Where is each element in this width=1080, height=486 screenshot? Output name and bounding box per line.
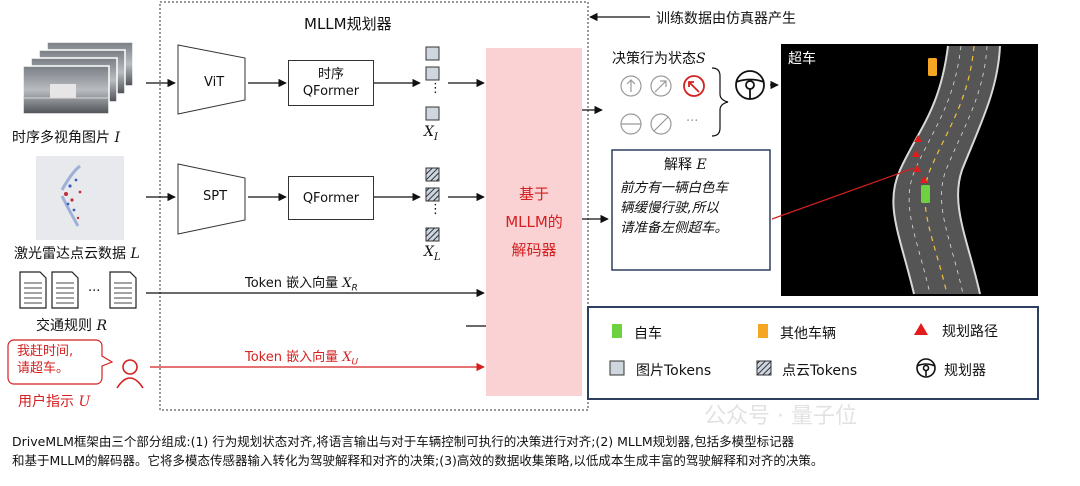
xl-label: XL [424,244,441,263]
scene-title: 超车 [788,51,816,67]
qformer-box: QFormer [288,176,374,220]
vit-encoder-shape [177,44,246,115]
image-token-column [425,46,440,121]
spt-label: SPT [203,189,228,204]
legend-lidar-token-swatch [756,360,772,376]
spt-encoder-shape [177,163,246,235]
traffic-rules-documents-icon [19,271,137,309]
decision-bracket [711,67,729,137]
simulator-note: 训练数据由仿真器产生 [656,11,796,27]
user-bubble-text: 我赶时间,请超车。 [17,344,74,376]
legend-other-label: 其他车辆 [780,326,836,342]
legend-ego-swatch [612,324,622,338]
xi-label: XI [424,124,438,143]
legend-image-tokens-label: 图片Tokens [636,363,712,379]
rules-label: 交通规则 R [36,318,107,334]
lidar-token-column [425,167,440,242]
legend-other-swatch [758,324,768,338]
legend-image-token-swatch [609,360,625,376]
explanation-box [611,149,771,271]
legend-planner-label: 规划器 [944,363,986,379]
images-label: 时序多视角图片 I [12,130,120,146]
rule-token-label: Token 嵌入向量 XR [245,276,358,294]
lidar-point-cloud-icon [36,156,124,240]
decision-state-label: 决策行为状态S [612,51,706,67]
rules-ellipsis: ··· [88,284,101,299]
decoder-block [486,48,582,396]
lidar-token-dots: ⋮ [429,202,442,217]
image-token-dots: ⋮ [429,81,442,96]
caption: DriveMLM框架由三个部分组成:(1) 行为规划状态对齐,将语言输出与对于车… [12,434,824,468]
steering-wheel-icon [735,70,765,100]
planner-title: MLLM规划器 [304,15,392,33]
vit-label: ViT [204,75,225,90]
explanation-title: 解释 E [664,157,707,173]
user-icon [116,359,144,389]
explanation-text: 前方有一辆白色车辆缓慢行驶,所以请准备左侧超车。 [620,180,728,236]
user-speech-bubble [7,339,114,385]
legend-box [587,306,1039,400]
decision-ellipsis: ··· [686,114,699,129]
planner-border [159,1,589,411]
overtake-decision-icon [683,75,705,97]
user-token-label: Token 嵌入向量 XU [245,350,359,368]
watermark: 公众号 · 量子位 [704,404,857,429]
user-label: 用户指示 U [18,394,91,410]
legend-route-swatch [914,323,928,335]
lidar-label: 激光雷达点云数据 L [14,246,140,262]
legend-route-label: 规划路径 [942,324,998,340]
decision-state-icons [620,75,672,135]
camera-images-icon [22,41,134,115]
legend-lidar-tokens-label: 点云Tokens [782,363,858,379]
legend-steering-wheel-icon [916,358,936,378]
legend-ego-label: 自车 [634,326,662,342]
